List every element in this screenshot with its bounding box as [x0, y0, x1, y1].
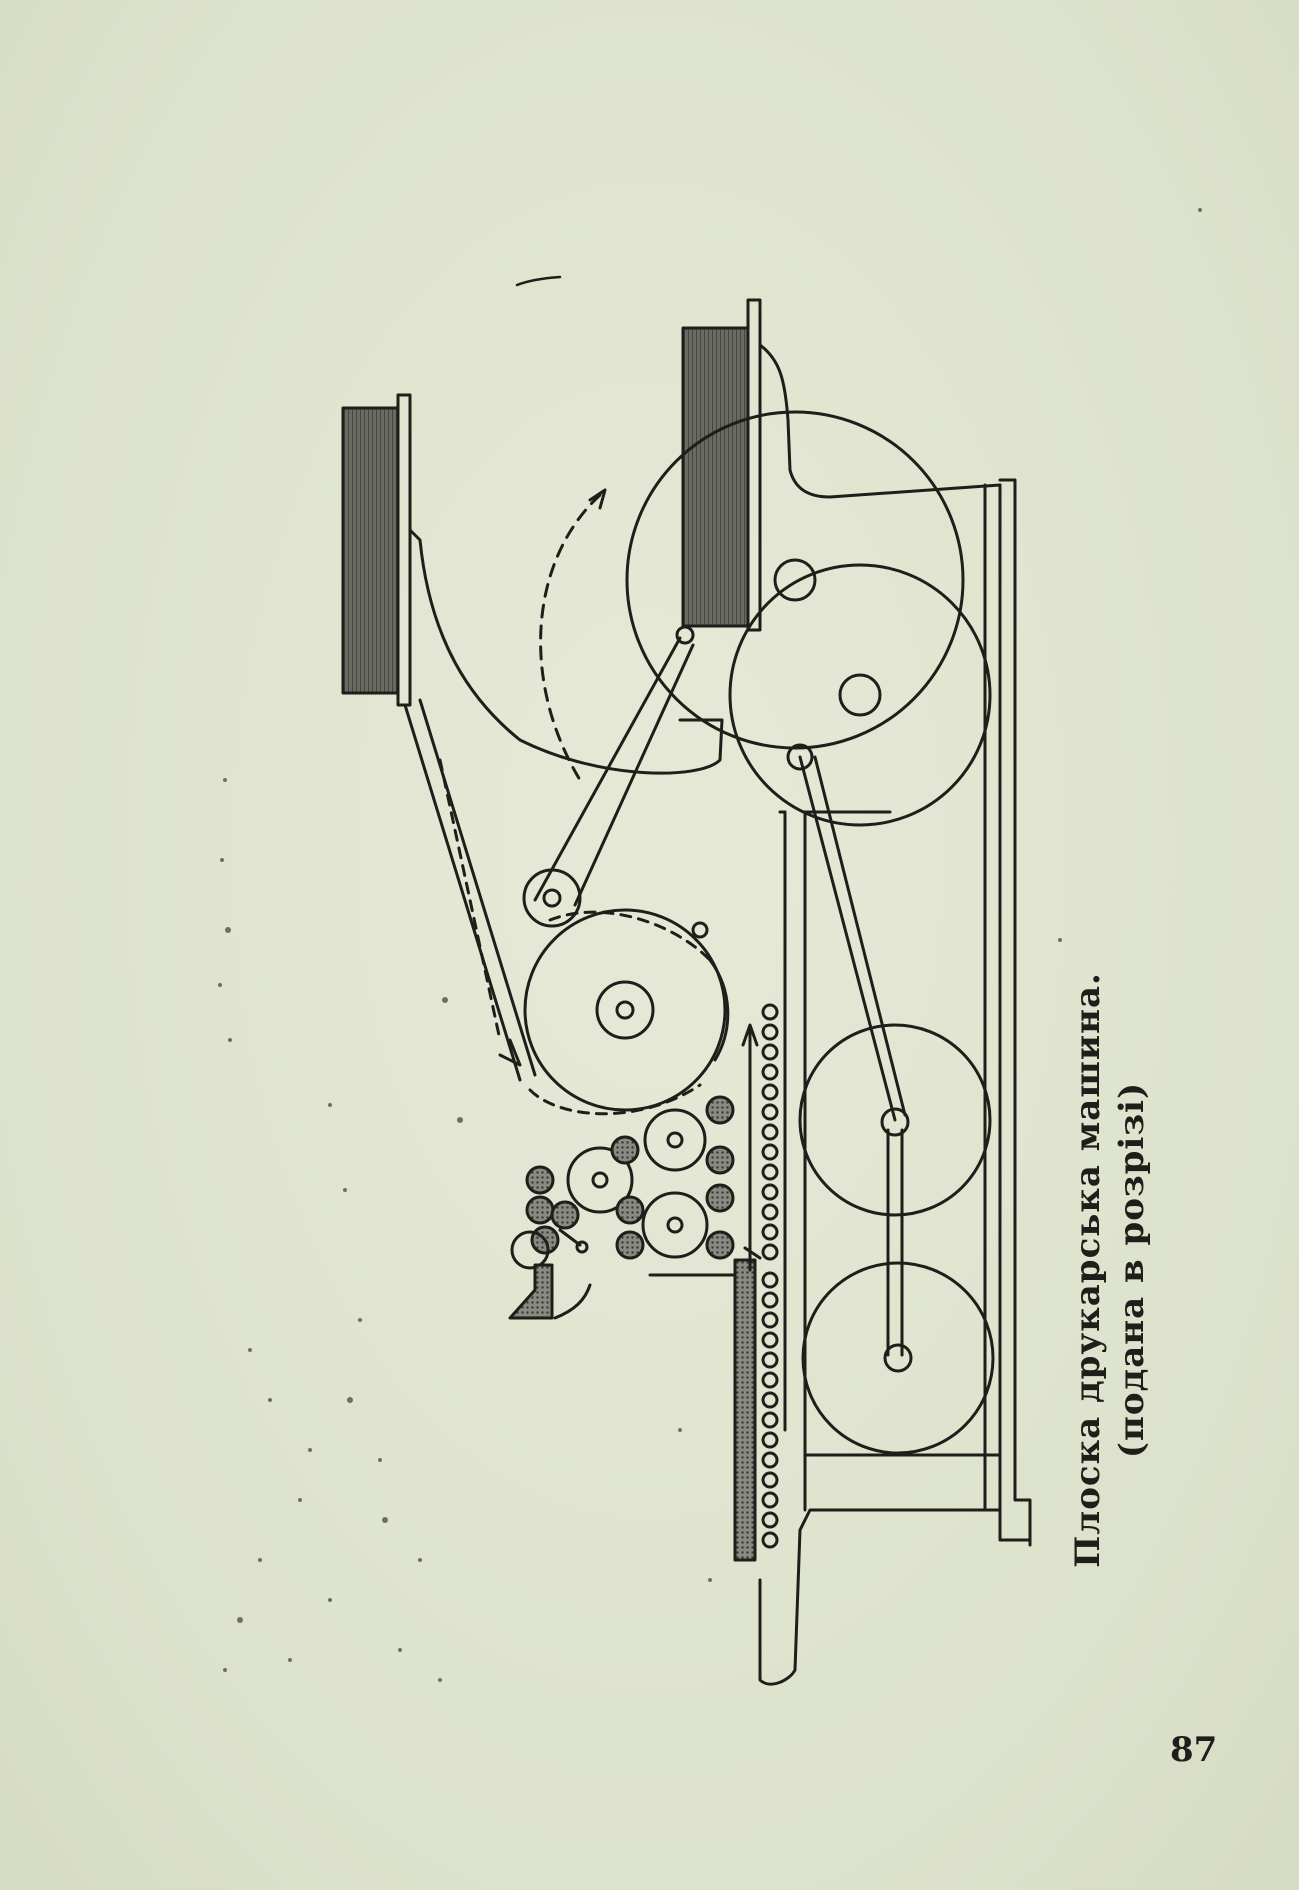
machine-frame — [758, 478, 1032, 1686]
caption-title: Плоска друкарська машина. — [1068, 972, 1108, 1568]
paper-feed-pile — [341, 393, 412, 707]
print-speckle-artefacts — [218, 208, 1202, 1682]
bed-drive-wheel-lower — [801, 1261, 995, 1455]
driving-gear-wheel — [728, 563, 992, 827]
feed-board-arm — [408, 528, 724, 775]
connecting-rod — [798, 755, 897, 1122]
type-bed — [733, 1258, 757, 1562]
caption-subtitle: (подана в розрізі) — [1112, 1081, 1152, 1459]
ink-roller-group — [510, 1095, 735, 1270]
ink-fountain — [508, 1263, 554, 1320]
figure-caption: Плоска друкарська машина. (подана в розр… — [1066, 972, 1154, 1568]
impression-cylinder — [523, 908, 730, 1112]
delivery-frame-arm — [758, 343, 1002, 499]
page-number: 87 — [1170, 1730, 1218, 1770]
bed-drive-wheel-upper — [798, 1023, 992, 1217]
tension-roller — [522, 868, 582, 928]
bed-rollers — [761, 1003, 779, 1549]
swing-arc-dashed — [539, 493, 602, 782]
flywheel-large — [625, 410, 965, 750]
paper-delivery-pile — [681, 298, 762, 632]
